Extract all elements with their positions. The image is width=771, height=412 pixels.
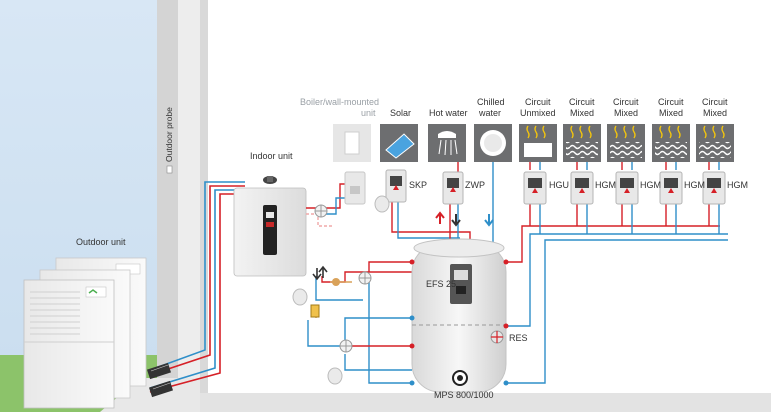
res-heater: RES	[490, 330, 528, 344]
circuit-3-line1: Chilled	[477, 97, 505, 107]
indoor-unit: Indoor unit	[233, 151, 307, 277]
hgu-label: HGU	[549, 180, 569, 190]
hgm-label-1: HGM	[595, 180, 616, 190]
circuit-5-line2: Mixed	[570, 108, 594, 118]
circuit-8-line1: Circuit	[702, 97, 728, 107]
outdoor-unit	[23, 279, 115, 409]
circuit-7-line1: Circuit	[658, 97, 684, 107]
efs-label: EFS 25	[426, 279, 456, 289]
outdoor-probe-label: Outdoor probe	[164, 107, 174, 162]
zwp-label: ZWP	[465, 180, 485, 190]
circuit-2-line2: Hot water	[429, 108, 468, 118]
skp-label: SKP	[409, 180, 427, 190]
circuit-0-line2: unit	[361, 108, 376, 118]
hgm-label-3: HGM	[684, 180, 705, 190]
module-labels: SKP ZWP HGU HGM HGM HGM HGM	[409, 180, 748, 190]
circuit-icons	[333, 124, 734, 162]
flow-arrows	[312, 211, 494, 281]
circuit-0-line1: Boiler/wall-mounted	[300, 97, 379, 107]
circuit-1-line2: Solar	[390, 108, 411, 118]
storage-tank: EFS 25 MPS 800/1000	[409, 238, 509, 400]
res-label: RES	[509, 333, 528, 343]
shower-icon	[428, 124, 466, 162]
circuit-headings: Boiler/wall-mounted unit Solar Hot water…	[300, 97, 728, 118]
pump-modules	[344, 169, 726, 213]
exterior-wall	[157, 0, 178, 412]
tank-label: MPS 800/1000	[434, 390, 494, 400]
circuit-4-line1: Circuit	[525, 97, 551, 107]
valves-and-vessels	[292, 204, 372, 385]
line-clamps	[146, 362, 174, 398]
circuit-3-line2: water	[478, 108, 501, 118]
refrigerant-lines	[149, 181, 245, 393]
circuit-8-line2: Mixed	[703, 108, 727, 118]
outdoor-unit-group: Outdoor unit	[23, 237, 147, 409]
hgm-label-2: HGM	[640, 180, 661, 190]
circuit-4-line2: Unmixed	[520, 108, 556, 118]
indoor-unit-label: Indoor unit	[250, 151, 293, 161]
circuit-6-line1: Circuit	[613, 97, 639, 107]
circuit-5-line1: Circuit	[569, 97, 595, 107]
floor	[178, 393, 771, 412]
outdoor-unit-label: Outdoor unit	[76, 237, 126, 247]
circuit-6-line2: Mixed	[614, 108, 638, 118]
circuit-7-line2: Mixed	[659, 108, 683, 118]
hgm-label-4: HGM	[727, 180, 748, 190]
